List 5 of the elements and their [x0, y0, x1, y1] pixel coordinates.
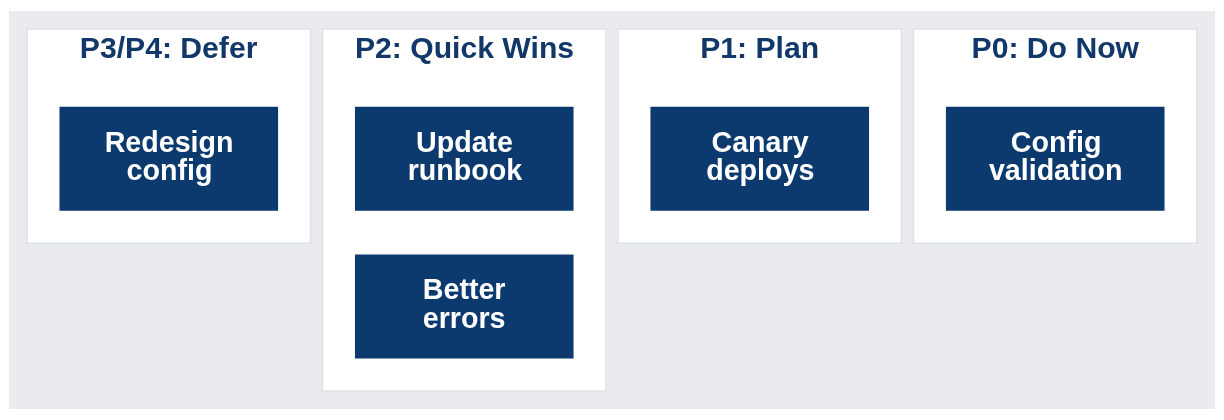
- node-box: Update runbook: [354, 106, 574, 211]
- node-box: Canary deploys: [650, 106, 870, 211]
- node-box: Config validation: [945, 106, 1165, 211]
- node-box: Redesign config: [59, 106, 279, 211]
- node-box: Better errors: [354, 254, 574, 359]
